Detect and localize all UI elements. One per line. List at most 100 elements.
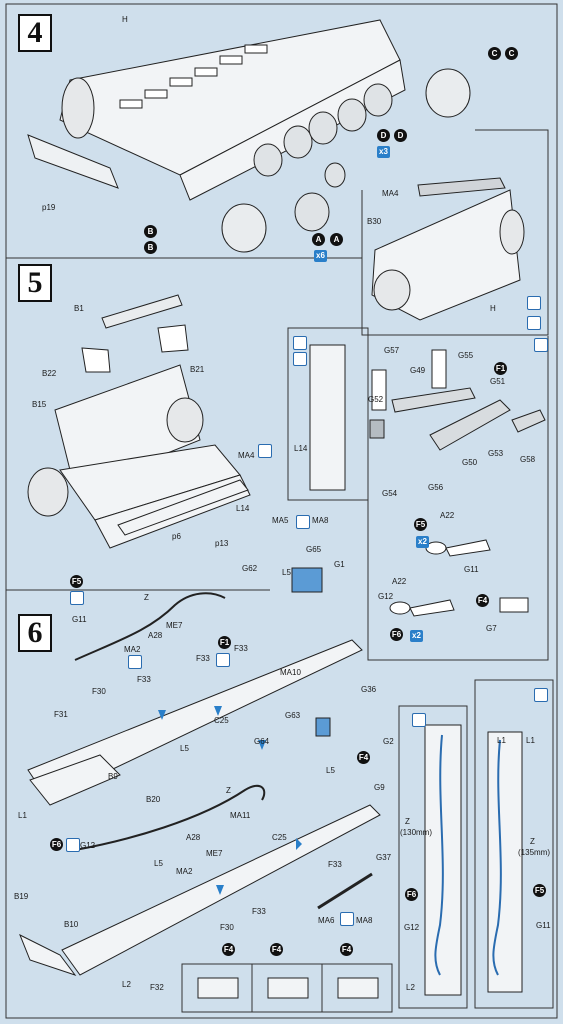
part-label: MA4 <box>382 189 399 198</box>
part-label: MA10 <box>280 668 301 677</box>
part-label: G36 <box>361 685 377 694</box>
part-label: MA2 <box>176 867 193 876</box>
part-label: G58 <box>520 455 536 464</box>
part-label: F30 <box>220 923 234 932</box>
part-label: L14 <box>236 504 250 513</box>
part-label: L5 <box>154 859 163 868</box>
part-label: C25 <box>214 716 229 725</box>
glue-icon <box>70 591 84 605</box>
part-label: MA4 <box>238 451 255 460</box>
part-label: G11 <box>536 921 551 930</box>
part-label: G49 <box>410 366 426 375</box>
cable-length: (135mm) <box>518 848 551 857</box>
part-label: L5 <box>282 568 291 577</box>
part-label: B10 <box>64 920 79 929</box>
part-label: L5 <box>326 766 335 775</box>
quantity-badge: x2 <box>416 536 429 548</box>
part-marker-c: C <box>488 47 501 60</box>
glue-icon <box>527 296 541 310</box>
part-label: G12 <box>378 592 394 601</box>
part-marker-d: D <box>377 129 390 142</box>
part-label: L2 <box>122 980 131 989</box>
glue-icon <box>296 515 310 529</box>
part-label: G1 <box>334 560 345 569</box>
part-marker-f4: F4 <box>222 943 235 956</box>
part-label: A28 <box>186 833 201 842</box>
part-label: G11 <box>72 615 87 624</box>
part-label: F31 <box>54 710 68 719</box>
part-label: p13 <box>215 539 229 548</box>
part-label: ME7 <box>206 849 223 858</box>
part-label: L2 <box>406 983 415 992</box>
paint-icon <box>527 316 541 330</box>
part-marker-f4: F4 <box>270 943 283 956</box>
part-label: L1 <box>497 736 506 745</box>
cable-length: (130mm) <box>400 828 433 837</box>
part-label: G51 <box>490 377 506 386</box>
part-label: G54 <box>382 489 398 498</box>
part-label: F33 <box>234 644 248 653</box>
quantity-badge: x3 <box>377 146 390 158</box>
part-label: B21 <box>190 365 205 374</box>
quantity-badge: x2 <box>410 630 423 642</box>
part-label: MA8 <box>312 516 329 525</box>
part-label: G65 <box>306 545 322 554</box>
part-label: B19 <box>14 892 29 901</box>
glue-icon <box>66 838 80 852</box>
part-label: B22 <box>42 369 57 378</box>
part-marker-f4: F4 <box>340 943 353 956</box>
part-label: A22 <box>392 577 407 586</box>
part-label: H <box>490 304 496 313</box>
part-marker-f6: F6 <box>50 838 63 851</box>
part-label: G9 <box>374 783 385 792</box>
part-marker-a: A <box>312 233 325 246</box>
part-label: F30 <box>92 687 106 696</box>
step-number-6: 6 <box>18 614 52 652</box>
part-label: p19 <box>42 203 56 212</box>
part-marker-b: B <box>144 225 157 238</box>
part-label: B20 <box>146 795 161 804</box>
glue-icon <box>340 912 354 926</box>
part-label: p6 <box>172 532 181 541</box>
part-label: L1 <box>18 811 27 820</box>
part-label: Z <box>144 593 149 602</box>
part-label: F33 <box>196 654 210 663</box>
part-label: G63 <box>285 711 301 720</box>
part-marker-c: C <box>505 47 518 60</box>
part-label: B15 <box>32 400 47 409</box>
glue-icon <box>412 713 426 727</box>
glue-icon <box>534 688 548 702</box>
step-number-5: 5 <box>18 264 52 302</box>
part-label: F33 <box>137 675 151 684</box>
part-label: C25 <box>272 833 287 842</box>
part-marker-d: D <box>394 129 407 142</box>
part-label: MA11 <box>230 811 251 820</box>
glue-icon <box>128 655 142 669</box>
part-label: ME7 <box>166 621 183 630</box>
part-label: MA2 <box>124 645 141 654</box>
part-label: G56 <box>428 483 444 492</box>
part-label: L14 <box>294 444 308 453</box>
part-label: L5 <box>180 744 189 753</box>
glue-icon <box>216 653 230 667</box>
part-marker-f5: F5 <box>70 575 83 588</box>
part-marker-a: A <box>330 233 343 246</box>
part-label: G2 <box>383 737 394 746</box>
part-label: G7 <box>486 624 497 633</box>
paint-icon <box>293 352 307 366</box>
part-marker-b: B <box>144 241 157 254</box>
part-label: G11 <box>464 565 479 574</box>
part-label: MA8 <box>356 916 373 925</box>
part-marker-f1: F1 <box>494 362 507 375</box>
part-label: G62 <box>242 564 258 573</box>
part-marker-f6: F6 <box>405 888 418 901</box>
part-label: G50 <box>462 458 478 467</box>
cable-label: Z <box>530 837 535 846</box>
part-marker-f4: F4 <box>357 751 370 764</box>
glue-icon <box>258 444 272 458</box>
part-label: MA6 <box>318 916 335 925</box>
part-marker-f5: F5 <box>533 884 546 897</box>
part-label: B9 <box>108 772 118 781</box>
